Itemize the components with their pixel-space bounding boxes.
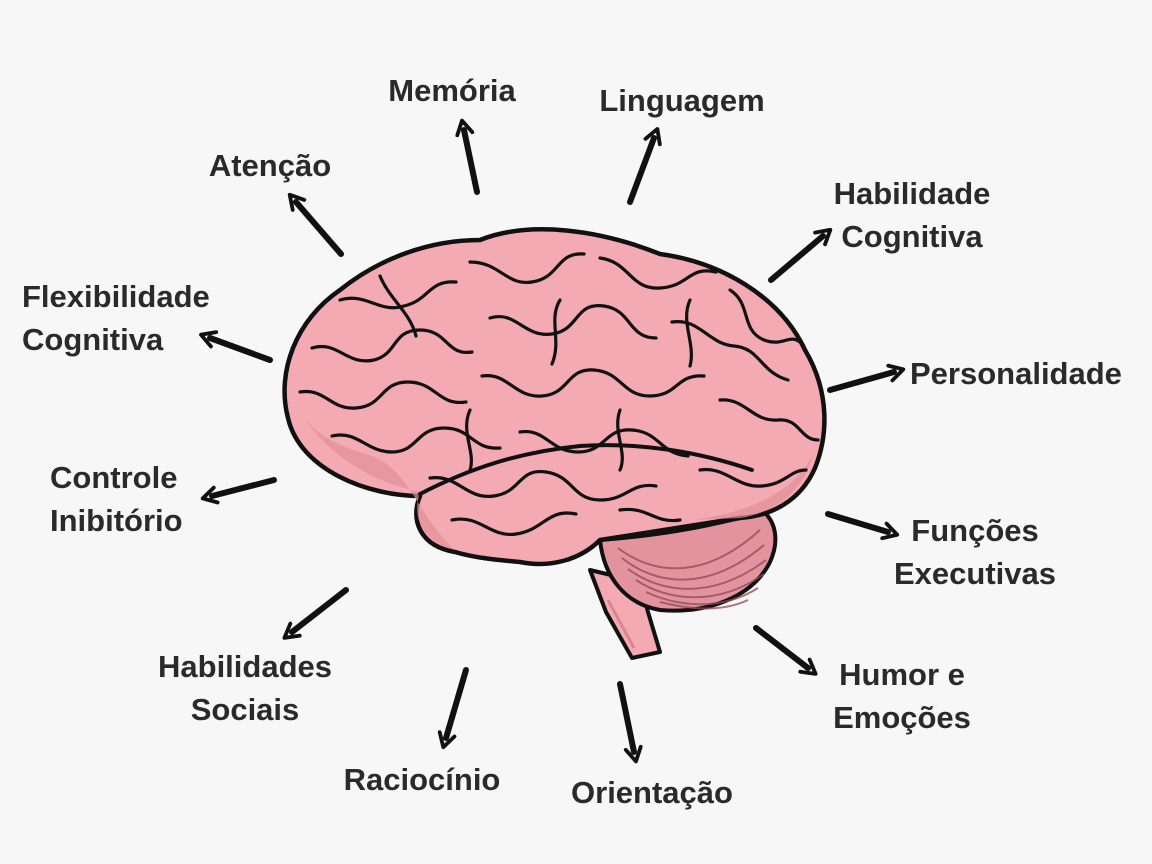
label-personalidade: Personalidade xyxy=(910,352,1145,395)
label-personalidade-text: Personalidade xyxy=(910,356,1122,391)
label-flexibilidade-cognitiva: Flexibilidade Cognitiva xyxy=(22,275,242,361)
label-funcoes-executivas: Funções Executivas xyxy=(880,509,1070,595)
label-raciocinio: Raciocínio xyxy=(332,758,512,801)
label-habilidades-sociais-line1: Habilidades xyxy=(158,649,332,684)
label-linguagem-text: Linguagem xyxy=(599,83,765,118)
label-atencao-text: Atenção xyxy=(208,148,332,183)
arrow-orientacao xyxy=(617,681,643,764)
label-raciocinio-text: Raciocínio xyxy=(343,762,501,797)
label-humor-emocoes-line2: Emoções xyxy=(833,700,971,735)
label-controle-inibitorio-line1: Controle xyxy=(50,460,178,495)
label-habilidade-cognitiva-line1: Habilidade xyxy=(833,176,991,211)
label-atencao: Atenção xyxy=(190,144,350,187)
arrow-group xyxy=(199,118,906,764)
arrow-habilidade-cognitiva xyxy=(768,227,833,283)
label-memoria: Memória xyxy=(362,69,542,112)
arrow-atencao xyxy=(287,192,344,257)
label-orientacao: Orientação xyxy=(552,771,752,814)
arrow-linguagem xyxy=(627,127,662,205)
label-memoria-text: Memória xyxy=(388,73,516,108)
arrow-flexibilidade-cognitiva xyxy=(199,330,273,363)
label-linguagem: Linguagem xyxy=(582,79,782,122)
label-orientacao-text: Orientação xyxy=(571,775,733,810)
arrow-funcoes-executivas xyxy=(825,511,900,541)
brain-illustration xyxy=(282,227,827,660)
arrow-raciocinio xyxy=(437,667,469,750)
label-controle-inibitorio: Controle Inibitório xyxy=(50,456,210,542)
brain-folds xyxy=(298,252,820,536)
label-habilidades-sociais: Habilidades Sociais xyxy=(140,645,350,731)
arrow-habilidades-sociais xyxy=(282,587,349,640)
arrow-personalidade xyxy=(827,363,906,393)
label-funcoes-executivas-line2: Executivas xyxy=(894,556,1056,591)
label-humor-emocoes-line1: Humor e xyxy=(839,657,965,692)
label-flexibilidade-cognitiva-line1: Flexibilidade xyxy=(22,279,210,314)
arrow-memoria xyxy=(455,118,480,195)
cerebellum-folds xyxy=(617,529,767,610)
label-flexibilidade-cognitiva-line2: Cognitiva xyxy=(22,322,164,357)
label-habilidade-cognitiva-line2: Cognitiva xyxy=(841,219,983,254)
label-funcoes-executivas-line1: Funções xyxy=(911,513,1039,548)
cerebrum xyxy=(282,227,827,567)
label-habilidades-sociais-line2: Sociais xyxy=(190,692,300,727)
label-humor-emocoes: Humor e Emoções xyxy=(812,653,992,739)
arrow-humor-emocoes xyxy=(753,625,818,676)
label-controle-inibitorio-line2: Inibitório xyxy=(50,503,183,538)
arrow-controle-inibitorio xyxy=(200,477,277,505)
label-habilidade-cognitiva: Habilidade Cognitiva xyxy=(812,172,1012,258)
